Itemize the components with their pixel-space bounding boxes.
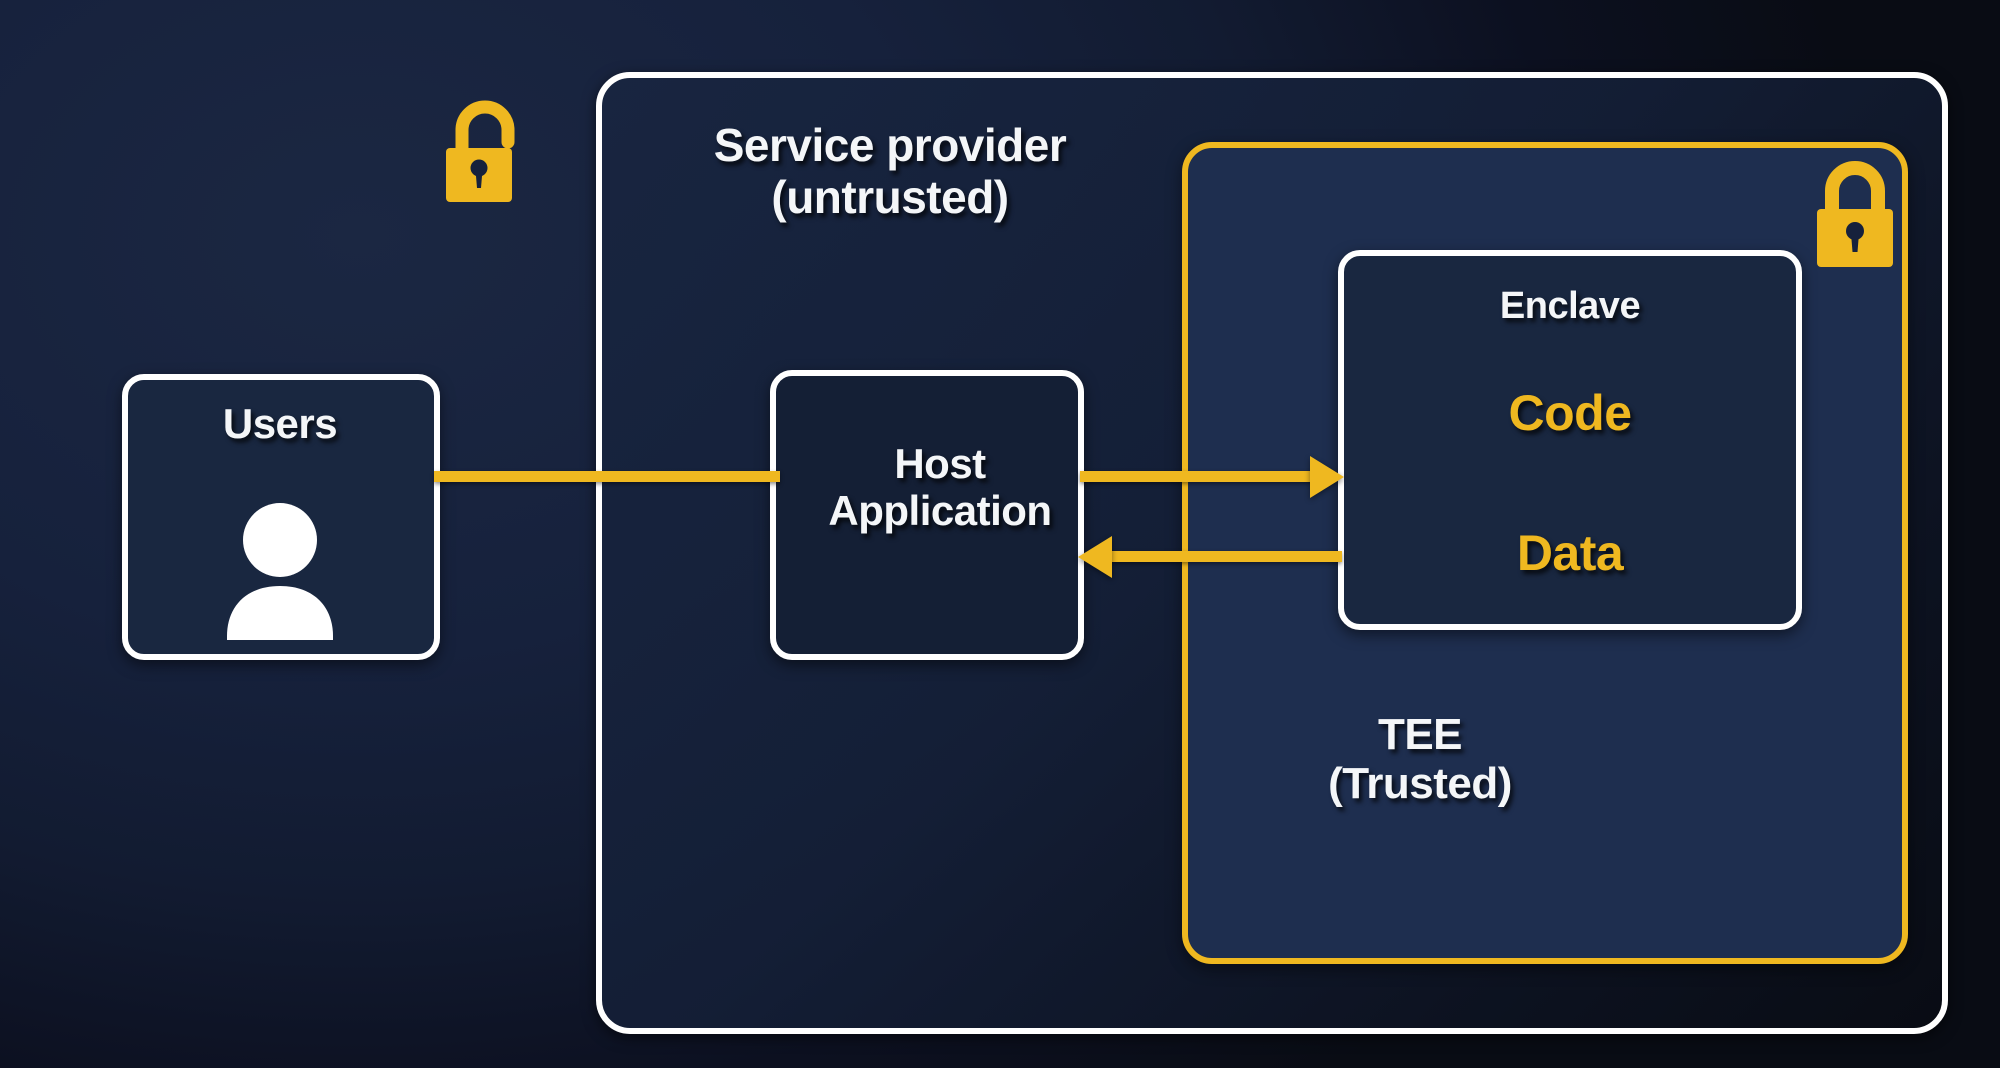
node-host-application-label: Host Application	[828, 440, 1052, 535]
connector-host-to-enclave	[1080, 471, 1318, 482]
enclave-code-label: Code	[1508, 385, 1633, 441]
service-provider-label: Service provider (untrusted)	[713, 119, 1067, 223]
user-person-icon	[215, 500, 345, 640]
tee-label: TEE (Trusted)	[1328, 710, 1512, 809]
node-enclave-label: Enclave	[1499, 285, 1641, 327]
lock-closed-icon	[1805, 155, 1905, 275]
connector-enclave-to-host	[1112, 551, 1342, 562]
connector-users-to-host	[434, 471, 780, 482]
node-users-label: Users	[222, 400, 338, 447]
node-enclave[interactable]	[1338, 250, 1802, 630]
node-host-application[interactable]	[770, 370, 1084, 660]
arrowhead-left-icon	[1078, 536, 1112, 578]
lock-open-icon	[440, 98, 530, 208]
arrowhead-right-icon	[1310, 456, 1344, 498]
enclave-data-label: Data	[1516, 525, 1624, 581]
